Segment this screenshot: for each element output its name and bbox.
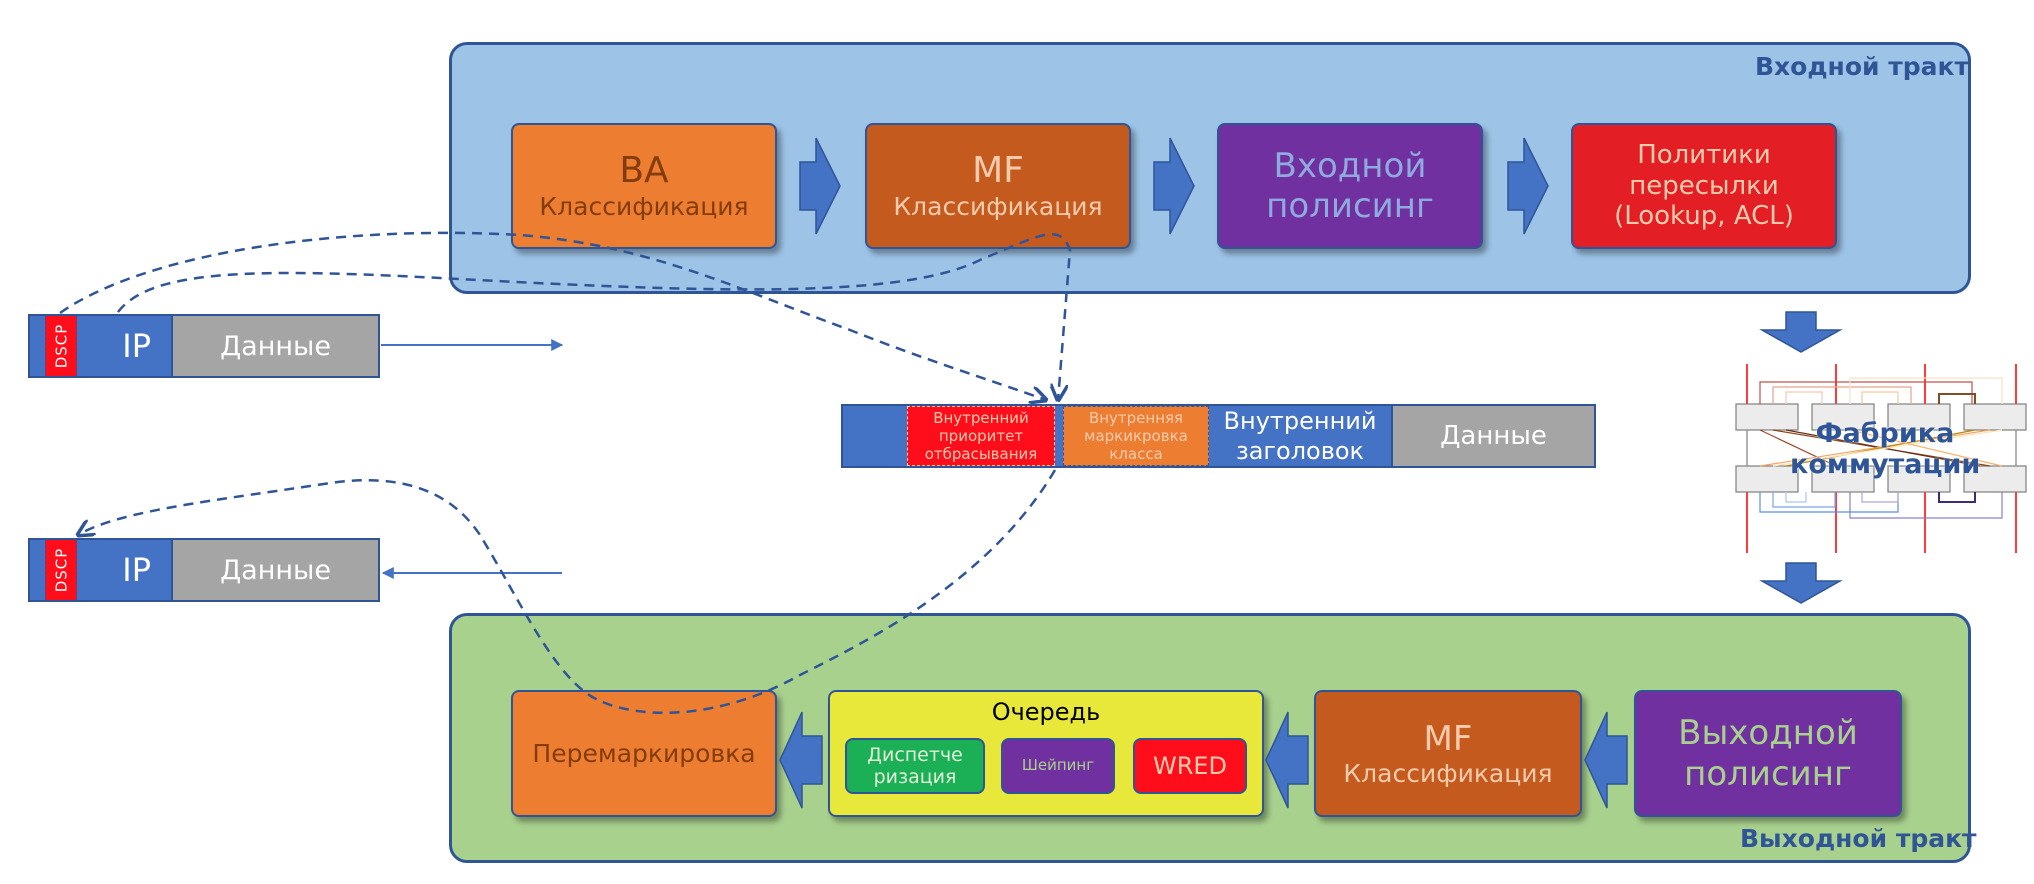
ingress-policing-line1: Входной: [1273, 145, 1427, 186]
flow-arrow-left-icon: [1265, 711, 1309, 809]
switch-fabric-label: Фабрика коммутации: [1790, 418, 1980, 480]
class-marking-line2: маркикровка: [1084, 427, 1188, 445]
flow-arrow-right-icon: [799, 137, 841, 235]
internal-payload: Данные: [1391, 406, 1594, 466]
ingress-path-title: Входной тракт: [1755, 52, 1969, 81]
drop-priority-line3: отбрасывания: [924, 445, 1038, 463]
payload: Данные: [171, 316, 378, 376]
ingress-policing-line2: полисинг: [1266, 186, 1434, 226]
ba-classification-block[interactable]: BA Классификация: [511, 123, 777, 249]
packet-header-prefix: [30, 540, 45, 600]
arrow-down-icon: [1759, 311, 1843, 353]
wred-block[interactable]: WRED: [1133, 738, 1247, 794]
internal-class-marking-field: Внутренняя маркикровка класса: [1063, 406, 1209, 466]
class-marking-line1: Внутренняя: [1088, 409, 1184, 427]
ba-sublabel: Классификация: [539, 192, 749, 222]
internal-header-prefix: [843, 406, 907, 466]
ip-header: IP: [77, 540, 171, 600]
ip-header: IP: [77, 316, 171, 376]
dscp-field: DSCP: [45, 540, 77, 600]
flow-arrow-right-icon: [1507, 137, 1549, 235]
forwarding-policies-line1: Политики: [1637, 139, 1771, 170]
wred-label: WRED: [1152, 751, 1228, 780]
ingress-policing-block[interactable]: Входной полисинг: [1217, 123, 1483, 249]
egress-policing-line1: Выходной: [1678, 713, 1858, 754]
internal-drop-priority-field: Внутренний приоритет отбрасывания: [907, 406, 1055, 466]
internal-header-line2: заголовок: [1235, 437, 1365, 465]
internal-header-line1: Внутренний: [1223, 407, 1377, 435]
egress-path-title: Выходной тракт: [1740, 824, 1977, 853]
internal-header: Внутренний заголовок: [1209, 406, 1391, 466]
remarking-label: Перемаркировка: [532, 738, 756, 768]
egress-policing-block[interactable]: Выходной полисинг: [1634, 690, 1902, 817]
flow-arrow-left-icon: [779, 711, 823, 809]
packet-header-prefix: [30, 316, 45, 376]
dscp-field: DSCP: [45, 316, 77, 376]
scheduling-line1: Диспетче: [867, 743, 963, 766]
mf-egress-sublabel: Классификация: [1343, 758, 1553, 788]
forwarding-policies-line3: (Lookup, ACL): [1614, 201, 1794, 232]
internal-to-remark-path: [78, 469, 1057, 715]
flow-arrow-right-icon: [1153, 137, 1195, 235]
forwarding-policies-line2: пересылки: [1629, 170, 1779, 201]
forwarding-policies-block[interactable]: Политики пересылки (Lookup, ACL): [1571, 123, 1837, 249]
switch-fabric-graphic: [1735, 364, 2027, 553]
egress-policing-line2: полисинг: [1684, 753, 1852, 794]
drop-priority-line1: Внутренний: [933, 409, 1029, 427]
mf-classification-block-ingress[interactable]: MF Классификация: [865, 123, 1131, 249]
mf-classification-block-egress[interactable]: MF Классификация: [1314, 690, 1582, 817]
class-marking-line3: класса: [1109, 445, 1163, 463]
internal-separator: [1055, 406, 1063, 466]
internal-packet: Внутренний приоритет отбрасывания Внутре…: [841, 404, 1596, 468]
flow-arrow-left-icon: [1584, 711, 1628, 809]
drop-priority-line2: приоритет: [938, 427, 1024, 445]
outgoing-packet: DSCP IP Данные: [28, 538, 380, 602]
payload: Данные: [171, 540, 378, 600]
dscp-to-ba-path: [59, 231, 1046, 400]
scheduling-block[interactable]: Диспетче ризация: [845, 738, 985, 794]
incoming-packet: DSCP IP Данные: [28, 314, 380, 378]
ip-to-mf-path: [117, 233, 1072, 400]
mf-egress-label: MF: [1423, 718, 1473, 759]
fabric-label-line1: Фабрика: [1815, 418, 1955, 449]
fabric-label-line2: коммутации: [1790, 449, 1981, 481]
scheduling-line2: ризация: [873, 766, 957, 788]
queue-title: Очередь: [991, 698, 1101, 726]
mf-label: MF: [972, 150, 1024, 192]
ba-label: BA: [619, 150, 669, 192]
mf-sublabel: Классификация: [893, 192, 1103, 222]
shaping-label: Шейпинг: [1021, 756, 1095, 775]
shaping-block[interactable]: Шейпинг: [1001, 738, 1115, 794]
arrow-down-icon: [1759, 562, 1843, 604]
